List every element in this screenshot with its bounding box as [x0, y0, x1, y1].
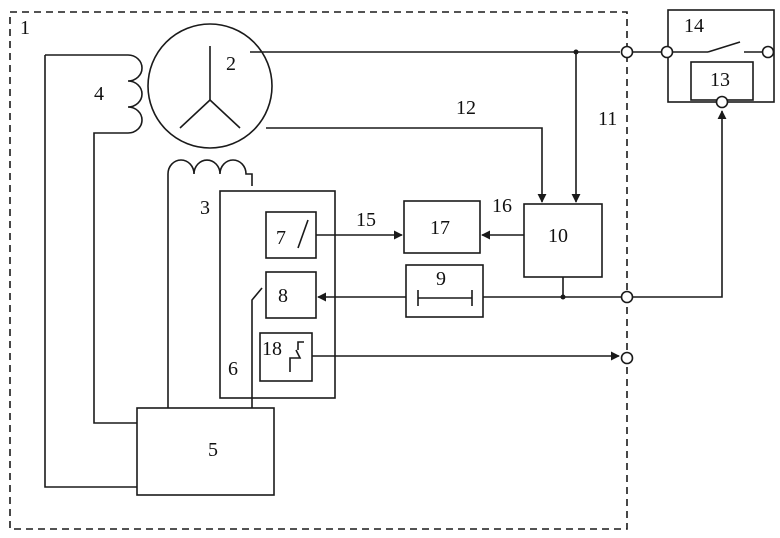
switch-14-blade — [707, 41, 741, 53]
label-18: 18 — [262, 338, 282, 360]
label-7: 7 — [276, 227, 286, 249]
label-13: 13 — [710, 69, 730, 91]
label-16: 16 — [492, 195, 512, 217]
line-12 — [266, 127, 547, 203]
label-3: 3 — [200, 197, 210, 219]
label-8: 8 — [278, 285, 288, 307]
line-to-13 — [633, 110, 727, 298]
label-17: 17 — [430, 217, 450, 239]
label-12: 12 — [456, 97, 476, 119]
terminal-14-right — [761, 45, 775, 59]
enclosure-1 — [9, 11, 628, 530]
generator-2 — [147, 23, 273, 149]
block-5 — [136, 407, 275, 496]
terminal-14-left — [660, 45, 674, 59]
label-11: 11 — [598, 108, 617, 130]
label-15: 15 — [356, 209, 376, 231]
contact-6 — [251, 287, 263, 408]
block-9 — [405, 264, 484, 318]
label-6: 6 — [228, 358, 238, 380]
label-14: 14 — [684, 15, 704, 37]
label-5: 5 — [208, 439, 218, 461]
block-17 — [403, 200, 481, 254]
block-10 — [523, 203, 603, 278]
block-7 — [265, 211, 317, 259]
coil-4 — [44, 54, 143, 488]
label-2: 2 — [226, 53, 236, 75]
block-8 — [265, 271, 317, 319]
coil-3 — [167, 159, 253, 408]
label-4: 4 — [94, 83, 104, 105]
label-1: 1 — [20, 17, 30, 39]
block-18 — [259, 332, 313, 382]
terminal-mid — [620, 290, 634, 304]
block-13 — [690, 61, 754, 101]
terminal-13 — [715, 95, 729, 109]
terminal-bottom — [620, 351, 634, 365]
terminal-top — [620, 45, 634, 59]
label-9: 9 — [436, 268, 446, 290]
label-10: 10 — [548, 225, 568, 247]
